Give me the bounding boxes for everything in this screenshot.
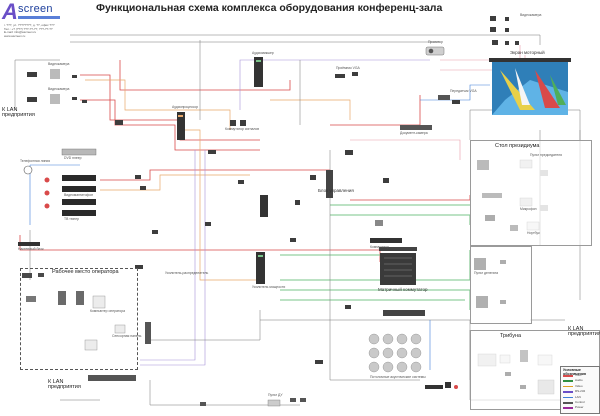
label-touch: Сенсорная панель (112, 334, 142, 338)
label-tel: Телефонная линия (20, 159, 51, 163)
legend-label: VGA (575, 373, 582, 377)
device-small-blocks (27, 16, 519, 364)
label-mic: Микрофон (520, 207, 537, 211)
logo-underline (18, 16, 60, 19)
legend-item: Control (563, 401, 597, 404)
label-matrix: Матричный коммутатор (378, 287, 428, 292)
legend-swatch (563, 407, 573, 409)
legend-item: RS-232 (563, 390, 597, 393)
legend-swatch (563, 385, 573, 388)
chairman-table-panel (470, 140, 592, 246)
media-decks (18, 125, 502, 381)
label-amplifier: Усилитель мощности (252, 285, 286, 289)
cable-bundle-red (19, 60, 471, 262)
label-docs: Документ-камера (400, 131, 428, 135)
legend-label: Audio (575, 378, 583, 383)
label-dvd: DVD плеер (64, 156, 82, 160)
label-screen: Экран моторный (510, 50, 545, 55)
legend-item: LAN (563, 394, 597, 399)
label-camera-top: Видеокамера (520, 13, 542, 17)
delegate-panel (470, 246, 532, 324)
logo-text: screen (18, 3, 53, 15)
label-dsp: Аудиопроцессор (172, 105, 199, 109)
legend-item: Video (563, 383, 597, 388)
label-tuner: ТВ тюнер (64, 217, 80, 221)
contact-line-4: www.ascreen.ru (4, 34, 26, 38)
label-delegate: Пульт делегата (474, 271, 499, 275)
page-title: Функциональная схема комплекса оборудова… (96, 2, 443, 14)
projector-graphic (425, 46, 445, 56)
legend-label: LAN (575, 394, 581, 399)
legend-label: Control (575, 400, 585, 404)
label-camera-1: Видеокамера (48, 62, 70, 66)
legend-label: RS-232 (575, 389, 586, 394)
label-speakers: Потолочные акустические системы (370, 375, 426, 379)
operator-equipment (22, 273, 126, 351)
legend-item: Audio (563, 379, 597, 382)
legend-item: Power (563, 406, 597, 409)
label-hub: Блок управления (318, 188, 354, 193)
label-audio: Аудиомикшер (252, 51, 274, 55)
company-logo: A screen (2, 0, 66, 24)
legend-label: Power (575, 405, 584, 410)
label-vcr: Видеомагнитофон (64, 193, 94, 197)
label-chairman: Стол президиума (495, 143, 540, 149)
label-tribune: Трибуна (500, 333, 522, 339)
label-recv: Приёмник VGA (336, 66, 360, 70)
legend-swatch (563, 396, 573, 399)
label-trans: Передатчик VGA (450, 89, 477, 93)
label-remote: Пульт ДУ (268, 393, 283, 397)
label-wall: Настенный блок (18, 247, 44, 251)
vertical-rack-units (145, 57, 333, 344)
label-projector: Проектор (428, 40, 443, 44)
misc-devices (23, 95, 458, 407)
label-camera-2: Видеокамера (48, 87, 70, 91)
label-switcher: Коммутатор (370, 245, 389, 249)
contact-line-1: г. ???, ул. ????????, д. ??, офис ??? (4, 24, 55, 27)
legend-label: Video (575, 383, 583, 388)
logo-letter: A (2, 0, 18, 24)
label-lan-bottom: К LAN предприятия (48, 379, 81, 390)
legend-item: VGA (563, 374, 597, 377)
contact-line-3: E-mail: info@ascreen.ru (4, 31, 37, 34)
label-operator: Рабочее место оператора (52, 269, 119, 275)
contact-line-2: Тел.: +? (???) ???-??-??, ???-??-?? (4, 27, 53, 31)
legend-swatch (563, 375, 573, 377)
label-rack-a: Коммутатор сигналов (225, 127, 260, 131)
motor-screen-graphic (489, 58, 571, 115)
legend-swatch (563, 402, 573, 404)
label-rack-b: Усилитель-распределитель (165, 271, 209, 275)
operator-workstation-panel (20, 268, 138, 370)
label-pc: Компьютер оператора (90, 309, 125, 313)
label-lan-top: К LAN предприятия (2, 107, 35, 118)
ceiling-speakers (368, 333, 422, 373)
legend-swatch (563, 391, 573, 393)
legend-title: Условные обозначения (563, 368, 586, 376)
label-lan-right: К LAN предприятия (568, 326, 600, 337)
matrix-switcher-graphic (379, 247, 417, 285)
label-laptop: Ноутбук (527, 231, 540, 235)
cable-bundle-purple (140, 59, 430, 366)
label-chair-unit: Пульт председателя (530, 153, 562, 157)
legend-swatch (563, 380, 573, 382)
